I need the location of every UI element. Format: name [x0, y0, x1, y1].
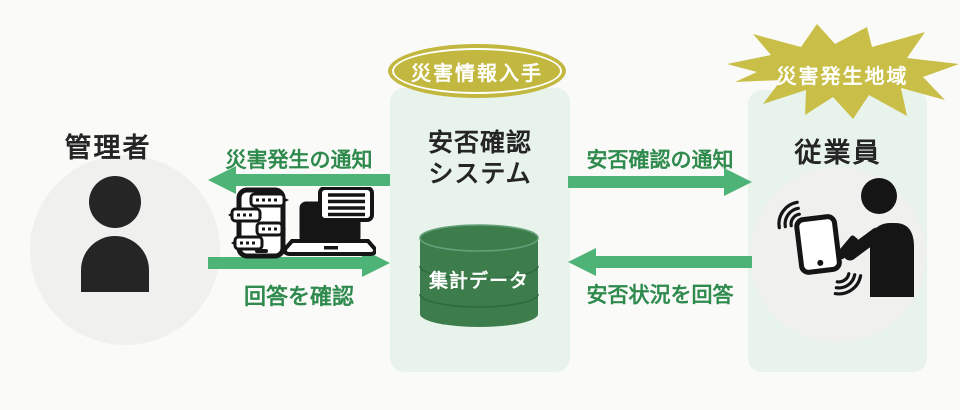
system-title-line1: 安否確認	[427, 128, 532, 157]
flow-label-notify-admin: 災害発生の通知	[225, 148, 373, 172]
arrow-check-answers	[208, 249, 390, 277]
person-with-phone-icon	[836, 178, 914, 297]
arrow-notify-employee	[568, 168, 752, 196]
smartphone-signal-person-icon	[777, 178, 914, 297]
system-title-line2: システム	[428, 159, 532, 188]
disaster-area-burst-label: 災害発生地域	[776, 64, 909, 88]
admin-devices-icons	[228, 187, 376, 259]
flow-label-notify-employee: 安否確認の通知	[586, 148, 734, 172]
disaster-info-badge-label: 災害情報入手	[411, 60, 543, 85]
smartphone-chat-icon	[228, 187, 289, 259]
disaster-area-burst	[727, 24, 959, 119]
laptop-chat-icon	[282, 187, 376, 256]
admin-label: 管理者	[64, 133, 152, 164]
database-label: 集計データ	[428, 270, 529, 292]
flow-label-reply-status: 安否状況を回答	[586, 283, 734, 307]
person-icon	[81, 176, 149, 292]
system-title: 安否確認 システム	[390, 127, 570, 189]
arrow-notify-admin	[208, 166, 390, 194]
disaster-info-badge: 災害情報入手	[388, 44, 566, 98]
employee-label: 従業員	[794, 138, 882, 169]
database-cylinder-icon	[419, 224, 539, 327]
arrow-reply-status	[568, 248, 752, 276]
signal-waves-icon	[777, 200, 863, 296]
flow-label-check-answers: 回答を確認	[243, 285, 354, 310]
smartphone-icon	[794, 214, 842, 275]
